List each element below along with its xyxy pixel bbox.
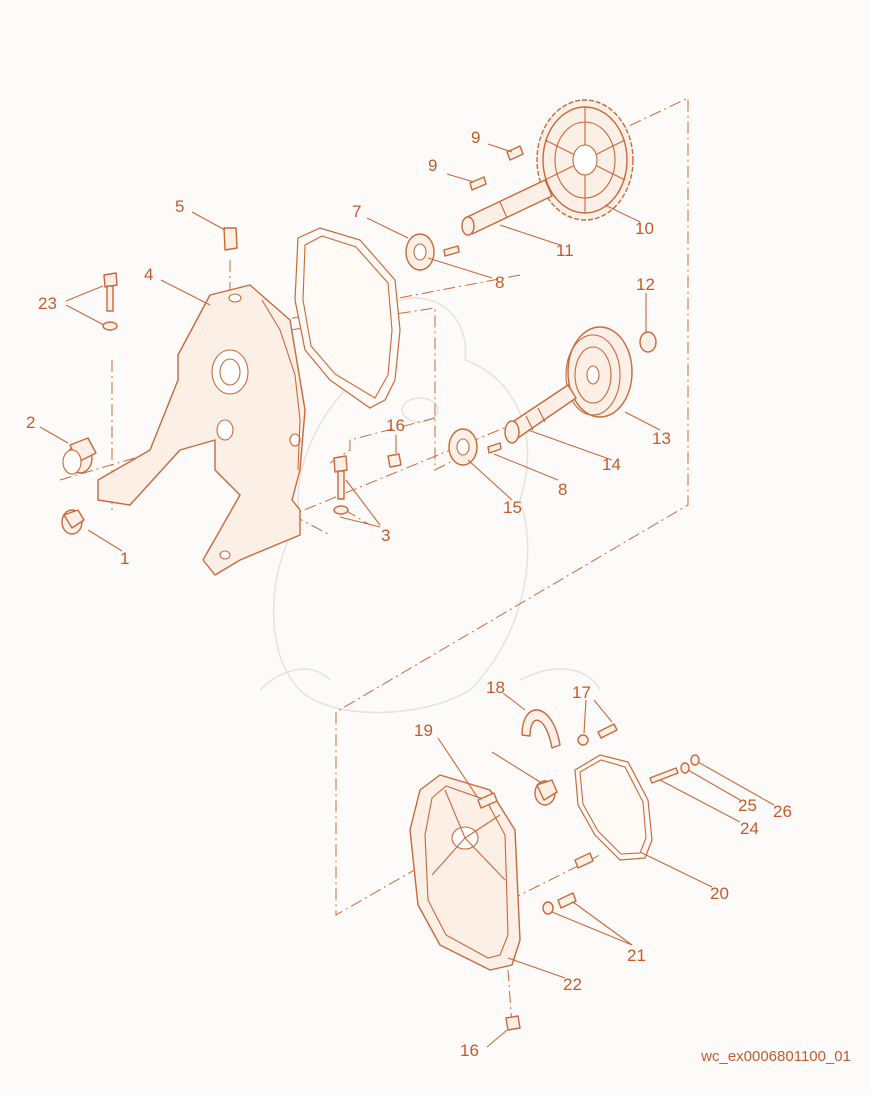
sleeve-part-12 bbox=[639, 331, 657, 353]
callout-24: 24 bbox=[740, 819, 759, 838]
splined-shaft-part-14 bbox=[504, 384, 577, 444]
callout-9a: 9 bbox=[428, 156, 437, 175]
key-part-9a bbox=[469, 176, 487, 191]
callout-25: 25 bbox=[738, 796, 757, 815]
nut-part-26 bbox=[690, 754, 700, 766]
callout-4: 4 bbox=[144, 265, 153, 284]
key-part-9b bbox=[506, 145, 524, 161]
plug-part-5 bbox=[223, 227, 238, 251]
screw-part-8a bbox=[443, 245, 460, 257]
washer-part-25 bbox=[680, 762, 690, 774]
callout-18: 18 bbox=[486, 678, 505, 697]
callout-21: 21 bbox=[627, 946, 646, 965]
callout-13: 13 bbox=[652, 429, 671, 448]
callout-26: 26 bbox=[773, 802, 792, 821]
callout-14: 14 bbox=[602, 455, 621, 474]
watermark-graphic bbox=[259, 297, 601, 714]
callout-10: 10 bbox=[635, 219, 654, 238]
callout-7: 7 bbox=[352, 202, 361, 221]
document-code: wc_ex0006801100_01 bbox=[701, 1048, 851, 1065]
pulley-part-13 bbox=[565, 326, 633, 418]
callout-2: 2 bbox=[26, 413, 35, 432]
seal-part-7 bbox=[405, 233, 435, 271]
plug-part-16b bbox=[505, 1015, 521, 1031]
plug-part-16a bbox=[387, 453, 402, 468]
screw-part-8b bbox=[487, 442, 502, 454]
bushing-part-1b bbox=[534, 779, 558, 806]
callout-19: 19 bbox=[414, 721, 433, 740]
callout-1a: 1 bbox=[120, 549, 129, 568]
callout-3: 3 bbox=[381, 526, 390, 545]
bearing-part-2 bbox=[62, 437, 97, 475]
cover-part-22 bbox=[409, 774, 521, 971]
callout-11: 11 bbox=[556, 241, 574, 260]
callout-12: 12 bbox=[636, 275, 655, 294]
screw-part-17 bbox=[577, 723, 618, 746]
callout-16a: 16 bbox=[386, 416, 405, 435]
gasket-upper bbox=[294, 227, 401, 409]
callout-labels: 1 2 3 4 5 7 8 8 9 9 10 11 12 13 14 15 16… bbox=[26, 128, 792, 1060]
callout-23: 23 bbox=[38, 294, 57, 313]
clamp-part-18 bbox=[521, 709, 561, 749]
callout-5: 5 bbox=[175, 197, 184, 216]
bushing-part-1a bbox=[61, 509, 85, 535]
callout-20: 20 bbox=[710, 884, 729, 903]
leader-lines bbox=[39, 143, 775, 1048]
bolt-part-23 bbox=[102, 272, 118, 331]
stud-part-24 bbox=[649, 767, 679, 784]
gasket-part-20 bbox=[574, 754, 653, 861]
callout-8a: 8 bbox=[495, 273, 504, 292]
screw-part-19 bbox=[477, 792, 498, 809]
bolt-part-3 bbox=[333, 455, 349, 515]
bolt-part-21 bbox=[542, 852, 594, 915]
assembly-centerlines bbox=[59, 97, 689, 1026]
gear-part-10 bbox=[536, 99, 634, 221]
callout-15: 15 bbox=[503, 498, 522, 517]
shaft-part-11 bbox=[461, 179, 553, 236]
housing-part-4 bbox=[97, 284, 306, 576]
callout-16b: 16 bbox=[460, 1041, 479, 1060]
callout-9b: 9 bbox=[471, 128, 480, 147]
callout-8b: 8 bbox=[558, 480, 567, 499]
seal-part-15 bbox=[448, 428, 478, 466]
callout-17: 17 bbox=[572, 683, 591, 702]
callout-22: 22 bbox=[563, 975, 582, 994]
